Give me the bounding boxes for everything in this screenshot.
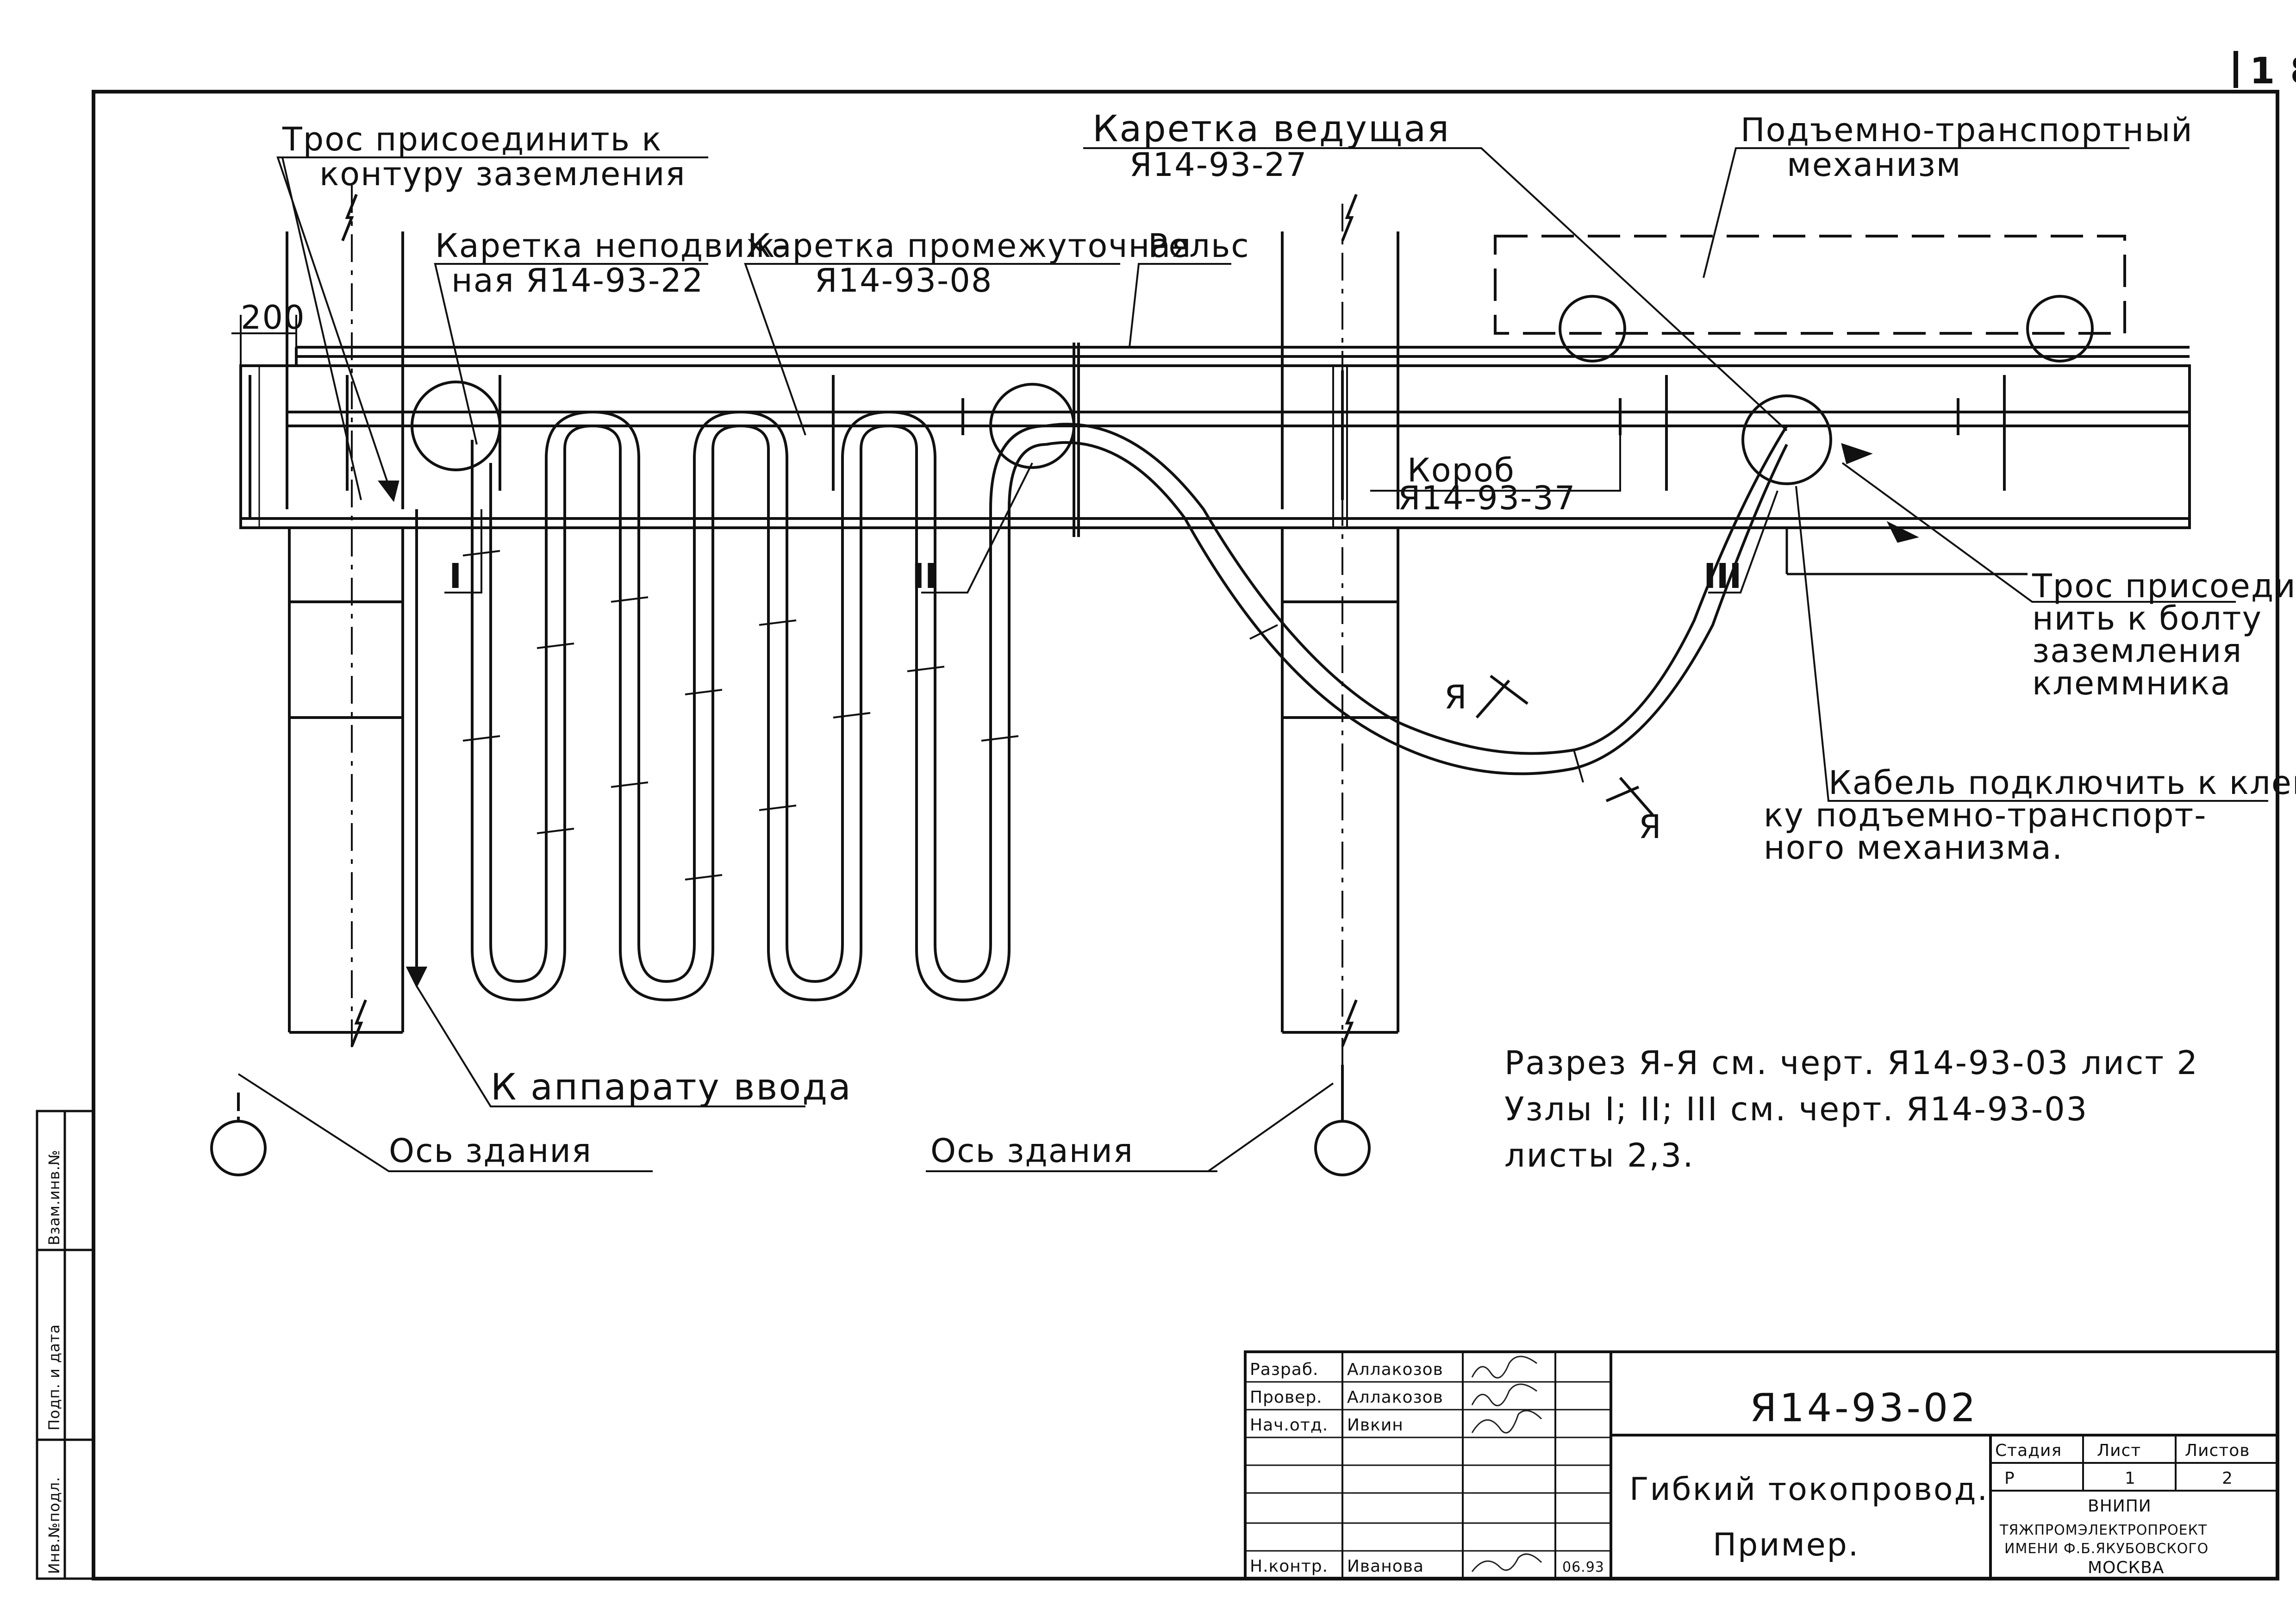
dimension-200 — [231, 315, 297, 366]
tb-doc-code: Я14-93-02 — [1750, 1385, 1978, 1430]
label-karetka-vedushchaya-1: Каретка ведущая — [1092, 108, 1450, 150]
label-tros-kontur-1: Трос присоединить к — [282, 120, 662, 158]
tb-org-2: ТЯЖПРОМЭЛЕКТРОПРОЕКТ — [1999, 1522, 2207, 1538]
tb-org-4: МОСКВА — [2088, 1558, 2164, 1577]
tb-org-3: ИМЕНИ Ф.Б.ЯКУБОВСКОГО — [2004, 1541, 2209, 1557]
tb-stage: Р — [2004, 1469, 2015, 1488]
label-tros-bolt-2: нить к болту — [2032, 600, 2262, 637]
section-mark-a-top: Я — [1444, 678, 1468, 716]
tb-sheets-header: Листов — [2185, 1441, 2250, 1460]
section-arrow-a-bottom — [1605, 777, 1654, 816]
tb-title-2: Пример. — [1713, 1527, 1859, 1563]
tb-date: 06.93 — [1562, 1559, 1604, 1575]
tb-title-1: Гибкий токопровод. — [1629, 1471, 1989, 1508]
label-rels: Рельс — [1148, 227, 1250, 265]
carriage-fixed — [411, 381, 501, 471]
label-kabel-1: Кабель подключить к клеммни- — [1828, 764, 2296, 802]
flexible-cable — [415, 410, 1788, 1002]
node-label-1: I — [449, 556, 462, 596]
side-stamp-inv: Инв.№подл. — [45, 1477, 63, 1574]
tb-name-3: Ивкин — [1347, 1416, 1404, 1435]
section-mark-a-bottom: Я — [1639, 808, 1662, 846]
side-stamp — [36, 1110, 95, 1580]
tb-signature-3 — [1471, 1410, 1542, 1434]
note-line-2: Узлы I; II; III см. черт. Я14-93-03 — [1504, 1090, 2088, 1128]
label-os-zdaniya-left: Ось здания — [389, 1132, 592, 1170]
label-karetka-nepodv-1: Каретка неподвиж- — [435, 227, 788, 265]
tb-signature-1 — [1471, 1355, 1537, 1379]
tb-signature-4 — [1471, 1553, 1542, 1572]
label-kabel-2: ку подъемно-транспорт- — [1764, 796, 2207, 834]
rail-clamps — [346, 343, 2006, 537]
building-column-left — [286, 185, 404, 1056]
building-column-right — [1785, 528, 2028, 575]
tb-stage-header: Стадия — [1995, 1441, 2062, 1460]
tb-role-2: Провер. — [1250, 1388, 1323, 1407]
label-tros-bolt-3: заземления — [2032, 632, 2242, 670]
drawing-frame — [92, 51, 2279, 1580]
tb-sheet: 1 — [2125, 1469, 2136, 1488]
label-os-zdaniya-center: Ось здания — [930, 1132, 1134, 1170]
tb-signature-2 — [1471, 1383, 1537, 1406]
tb-name-2: Аллакозов — [1347, 1388, 1443, 1407]
label-korob-1: Короб — [1407, 451, 1515, 489]
ground-arrows — [378, 443, 1919, 988]
dimension-200-label: 200 — [241, 299, 306, 337]
label-karetka-vedushchaya-2: Я14-93-27 — [1129, 146, 1307, 184]
lifting-mechanism — [1494, 235, 2126, 362]
note-line-3: листы 2,3. — [1504, 1137, 1695, 1174]
tb-role-3: Нач.отд. — [1250, 1416, 1328, 1435]
tb-sheet-header: Лист — [2097, 1441, 2141, 1460]
sheet-number: 1 8 — [2250, 50, 2296, 92]
label-ptm-1: Подъемно-транспортный — [1741, 111, 2193, 149]
leader-lines — [237, 147, 2268, 1172]
node-label-2: II — [912, 556, 937, 596]
title-block — [1244, 1350, 2279, 1580]
rail — [295, 346, 2190, 367]
carriage-intermediate — [989, 383, 1075, 469]
note-line-1: Разрез Я-Я см. черт. Я14-93-03 лист 2 — [1504, 1044, 2199, 1082]
building-column-center — [1281, 194, 1399, 1065]
tb-sheets: 2 — [2222, 1469, 2233, 1488]
node-label-3: III — [1703, 556, 1742, 596]
tb-org-1: ВНИПИ — [2088, 1497, 2152, 1516]
label-karetka-nepodv-2: ная Я14-93-22 — [451, 262, 704, 300]
section-arrow-a-top — [1475, 675, 1529, 718]
label-k-apparatu: К аппарату ввода — [491, 1067, 852, 1108]
axis-bubble-right — [1314, 1065, 1371, 1176]
side-stamp-replace: Взам.инв.№ — [45, 1149, 63, 1245]
tb-name-4: Иванова — [1347, 1557, 1424, 1576]
cable-ties — [462, 550, 1584, 881]
label-tros-kontur-2: контуру заземления — [319, 155, 686, 193]
label-korob-2: Я14-93-37 — [1398, 479, 1576, 517]
label-karetka-promezh-1: Каретка промежуточная — [748, 227, 1192, 265]
tb-role-4: Н.контр. — [1250, 1557, 1328, 1576]
label-karetka-promezh-2: Я14-93-08 — [815, 262, 992, 300]
label-tros-bolt-4: клеммника — [2032, 664, 2231, 702]
label-ptm-2: механизм — [1787, 146, 1961, 184]
tb-name-1: Аллакозов — [1347, 1360, 1443, 1379]
tb-role-1: Разраб. — [1250, 1360, 1318, 1379]
carriage-leading — [1741, 394, 1832, 485]
label-kabel-3: ного механизма. — [1764, 829, 2063, 867]
side-stamp-sign: Подп. и дата — [45, 1324, 63, 1430]
label-tros-bolt-1: Трос присоеди- — [2032, 567, 2296, 605]
axis-bubble-left — [210, 1093, 267, 1176]
